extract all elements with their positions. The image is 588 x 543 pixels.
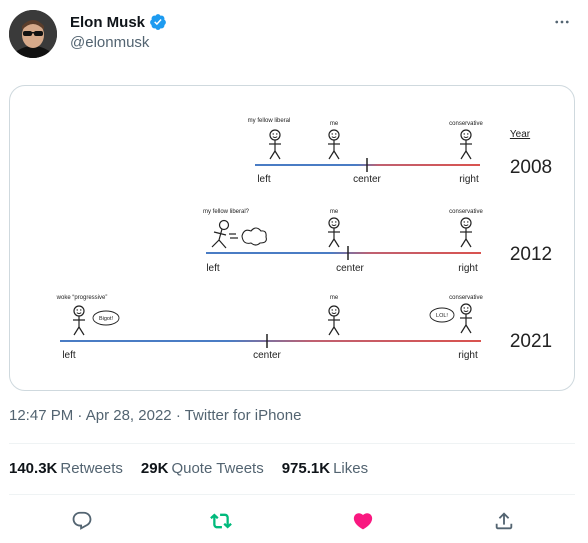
- tweet-time[interactable]: 12:47 PM: [9, 407, 74, 424]
- meta-separator: ·: [175, 407, 181, 424]
- verified-badge-icon: [149, 13, 167, 31]
- tweet-meta: 12:47 PM · Apr 28, 2022 · Twitter for iP…: [9, 407, 301, 424]
- label-woke-progressive: woke “progressive”: [56, 295, 108, 301]
- author-name-row[interactable]: Elon Musk: [70, 13, 167, 31]
- reply-icon[interactable]: [69, 508, 95, 534]
- axis-left: left: [206, 263, 220, 274]
- conservative-figure: [459, 303, 473, 334]
- stat-label: Quote Tweets: [171, 460, 264, 477]
- tweet-source-link[interactable]: Twitter for iPhone: [184, 407, 302, 424]
- label-me: me: [330, 209, 339, 215]
- tweet-date[interactable]: Apr 28, 2022: [85, 407, 172, 424]
- axis-center: center: [336, 263, 364, 274]
- author-display-name[interactable]: Elon Musk: [70, 13, 146, 31]
- label-conservative: conservative: [449, 209, 483, 215]
- axis-right: right: [459, 174, 479, 185]
- axis-right: right: [458, 263, 478, 274]
- year-label: 2021: [510, 331, 552, 352]
- stat-label: Likes: [333, 460, 369, 477]
- me-figure: [327, 129, 341, 160]
- label-me: me: [330, 121, 339, 127]
- divider: [9, 443, 575, 444]
- row-2021: woke “progressive” me conservative Bigot…: [56, 295, 552, 361]
- avatar[interactable]: [9, 10, 57, 58]
- label-fellow-liberal: my fellow liberal: [248, 118, 291, 124]
- bigot-bubble-text: Bigot!: [99, 316, 114, 322]
- lol-speech-bubble: [429, 307, 455, 323]
- stat-value: 140.3K: [9, 460, 58, 477]
- action-bar: [0, 504, 588, 538]
- woke-figure: [72, 305, 86, 336]
- more-options-icon[interactable]: [550, 10, 574, 34]
- running-figure: [211, 219, 238, 249]
- lol-bubble-text: LOL!: [436, 313, 448, 319]
- label-fellow-liberal: my fellow liberal?: [203, 209, 250, 215]
- axis-left: left: [62, 350, 76, 361]
- meta-separator: ·: [77, 407, 83, 424]
- me-figure: [327, 305, 341, 336]
- axis-center: center: [253, 350, 281, 361]
- axis-center: center: [353, 174, 381, 185]
- row-2008: my fellow liberal me conservative left c…: [248, 118, 552, 185]
- like-icon[interactable]: [350, 508, 376, 534]
- label-conservative: conservative: [449, 295, 483, 301]
- dust-cloud: [241, 227, 267, 246]
- author-handle[interactable]: @elonmusk: [70, 34, 150, 51]
- year-header: Year: [510, 129, 531, 140]
- conservative-figure: [459, 217, 473, 248]
- tweet-header: Elon Musk @elonmusk: [0, 0, 588, 70]
- bigot-speech-bubble: [92, 310, 120, 326]
- label-me: me: [330, 295, 339, 301]
- fellow-liberal-figure: [268, 129, 282, 160]
- spectrum-line: [60, 340, 481, 342]
- row-2012: my fellow liberal? me conservative left …: [203, 209, 552, 274]
- tweet-image[interactable]: Year my fellow liberal me conservative l…: [9, 85, 575, 391]
- share-icon[interactable]: [491, 508, 517, 534]
- stat-label: Retweets: [60, 460, 123, 477]
- stat-value: 975.1K: [281, 460, 331, 477]
- year-label: 2012: [510, 244, 552, 265]
- me-figure: [327, 217, 341, 248]
- year-label: 2008: [510, 157, 552, 178]
- axis-left: left: [257, 174, 271, 185]
- label-conservative: conservative: [449, 121, 483, 127]
- conservative-figure: [459, 129, 473, 160]
- stat-value: 29K: [140, 460, 169, 477]
- divider: [9, 494, 575, 495]
- spectrum-line: [206, 252, 481, 254]
- axis-right: right: [458, 350, 478, 361]
- retweet-icon[interactable]: [208, 508, 234, 534]
